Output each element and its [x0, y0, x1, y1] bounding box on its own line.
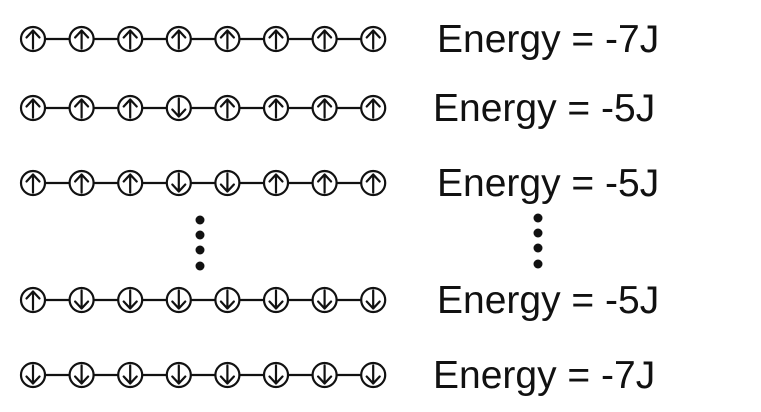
circle-up-arrow-icon — [68, 94, 95, 122]
spin-chain-row: Energy = -5J — [19, 279, 659, 322]
spin-chain-row: Energy = -7J — [19, 18, 659, 61]
energy-label: Energy = -5J — [433, 87, 655, 130]
circle-down-arrow-icon — [262, 361, 290, 389]
circle-up-arrow-icon — [68, 25, 95, 53]
circle-down-arrow-icon — [117, 361, 144, 389]
energy-label: Energy = -5J — [437, 279, 659, 322]
circle-down-arrow-icon — [165, 94, 192, 122]
circle-down-arrow-icon — [214, 361, 241, 389]
ellipsis-dot — [195, 245, 205, 255]
spin-chain-row: Energy = -5J — [19, 162, 659, 205]
circle-up-arrow-icon — [19, 25, 47, 53]
circle-down-arrow-icon — [68, 286, 95, 314]
circle-down-arrow-icon — [68, 361, 95, 389]
spin-chain-row: Energy = -7J — [19, 354, 655, 397]
ellipsis-dot — [195, 215, 205, 225]
circle-down-arrow-icon — [311, 361, 338, 389]
energy-label: Energy = -7J — [437, 18, 659, 61]
circle-up-arrow-icon — [311, 25, 338, 53]
ellipsis-dot — [195, 230, 205, 240]
circle-up-arrow-icon — [214, 94, 241, 122]
circle-down-arrow-icon — [165, 361, 192, 389]
ellipsis-dot — [533, 243, 543, 253]
ellipsis-dot — [533, 228, 543, 238]
circle-down-arrow-icon — [262, 286, 290, 314]
vertical-ellipsis-icon — [533, 213, 543, 269]
circle-down-arrow-icon — [214, 169, 241, 197]
circle-down-arrow-icon — [311, 286, 338, 314]
circle-up-arrow-icon — [360, 25, 387, 53]
ellipsis-dot — [533, 213, 543, 223]
energy-label: Energy = -5J — [437, 162, 659, 205]
circle-up-arrow-icon — [311, 94, 338, 122]
circle-down-arrow-icon — [360, 361, 387, 389]
energy-label: Energy = -7J — [433, 354, 655, 397]
circle-up-arrow-icon — [360, 94, 387, 122]
circle-down-arrow-icon — [214, 286, 241, 314]
circle-down-arrow-icon — [360, 286, 387, 314]
circle-down-arrow-icon — [117, 286, 144, 314]
spin-chain-row: Energy = -5J — [19, 87, 655, 130]
circle-up-arrow-icon — [117, 94, 144, 122]
circle-up-arrow-icon — [117, 169, 144, 197]
circle-up-arrow-icon — [262, 169, 290, 197]
circle-up-arrow-icon — [165, 25, 192, 53]
circle-up-arrow-icon — [19, 94, 47, 122]
ellipsis-dot — [195, 261, 205, 271]
circle-up-arrow-icon — [68, 169, 95, 197]
circle-up-arrow-icon — [19, 169, 47, 197]
circle-down-arrow-icon — [165, 169, 192, 197]
vertical-ellipsis-icon — [195, 215, 205, 271]
circle-up-arrow-icon — [311, 169, 338, 197]
circle-up-arrow-icon — [19, 286, 47, 314]
circle-down-arrow-icon — [165, 286, 192, 314]
circle-up-arrow-icon — [117, 25, 144, 53]
circle-up-arrow-icon — [360, 169, 387, 197]
ellipsis-dot — [533, 259, 543, 269]
circle-up-arrow-icon — [262, 25, 290, 53]
spin-chain-rows: Energy = -7J Energy = -5J Energy = -5J Ener… — [19, 18, 659, 397]
circle-down-arrow-icon — [19, 361, 47, 389]
circle-up-arrow-icon — [214, 25, 241, 53]
circle-up-arrow-icon — [262, 94, 290, 122]
